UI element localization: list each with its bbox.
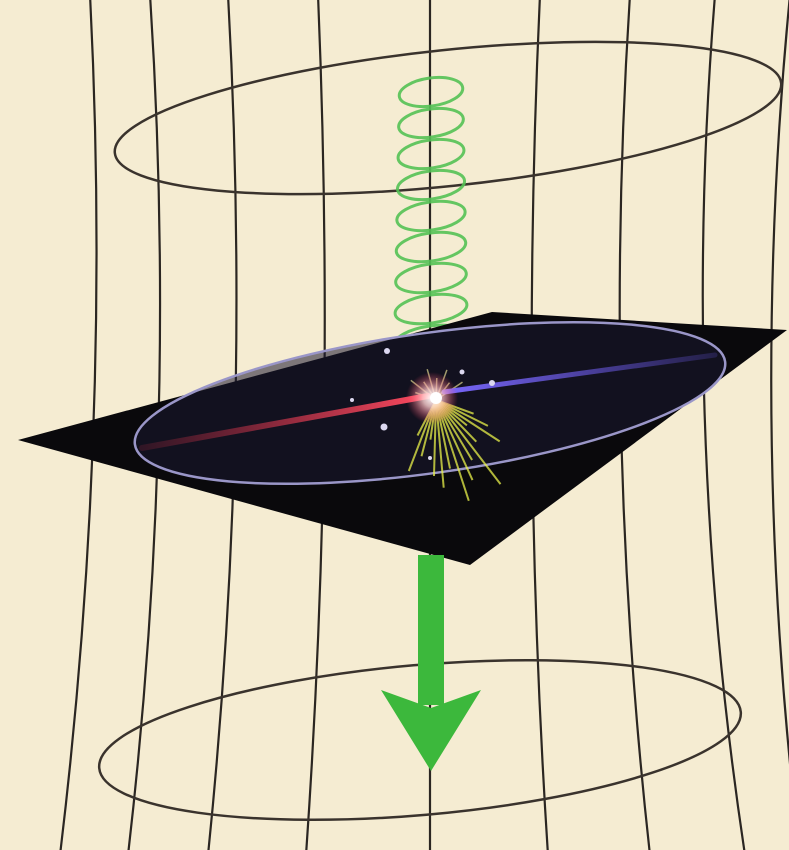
down-arrow-icon	[381, 555, 481, 771]
coil-loop	[397, 106, 465, 140]
star-dot	[380, 423, 388, 431]
star-dot	[489, 380, 495, 386]
coil-loop	[394, 261, 468, 295]
blue-jet	[441, 352, 718, 395]
coil-loop	[394, 230, 468, 264]
top-ring	[113, 40, 783, 196]
grid-line	[770, 0, 789, 765]
coil-loop	[396, 137, 466, 171]
star-dot	[384, 348, 390, 354]
helix-coil	[393, 75, 469, 367]
core-center	[430, 392, 442, 404]
star-dot	[350, 398, 354, 402]
star-dot	[459, 369, 465, 375]
coil-loop	[395, 168, 467, 202]
arrow-head	[381, 690, 481, 771]
grid-line	[701, 0, 746, 850]
bottom-ring	[97, 658, 743, 822]
coil-loop	[397, 75, 465, 109]
star-dots	[350, 348, 495, 460]
star-dot	[428, 456, 432, 460]
arrow-shaft	[418, 555, 444, 705]
coil-loop	[395, 199, 467, 233]
coil-loop	[393, 292, 469, 326]
red-jet	[139, 393, 431, 451]
